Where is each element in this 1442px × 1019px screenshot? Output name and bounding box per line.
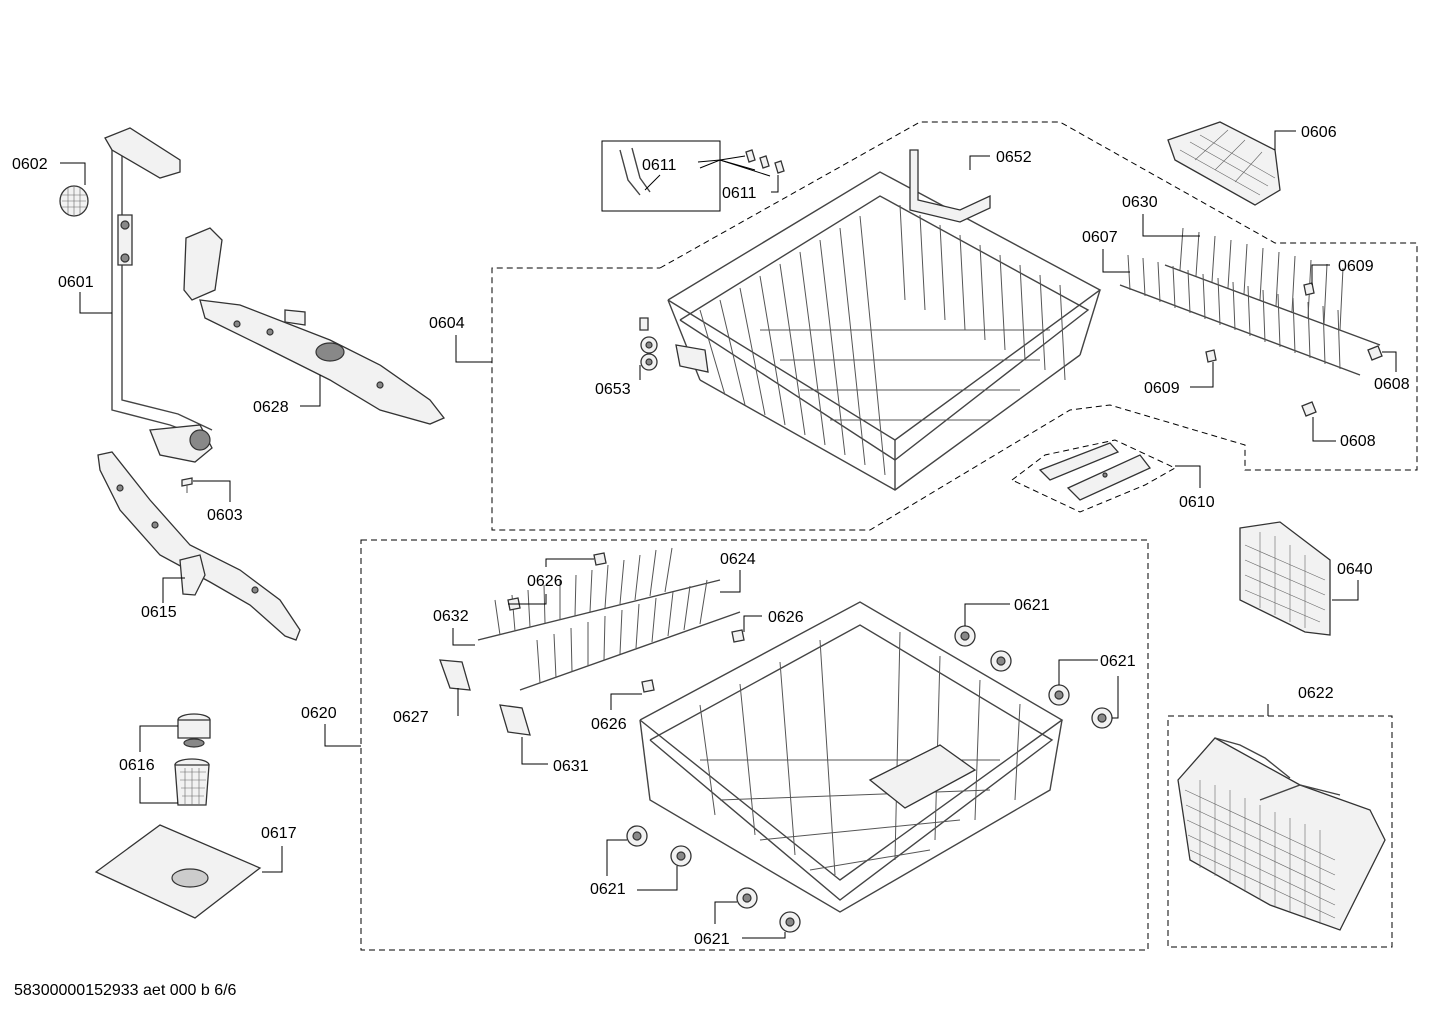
callout-0608-a: 0608 xyxy=(1374,376,1410,393)
callout-0608-b: 0608 xyxy=(1340,433,1376,450)
tine-rows-0624-0632 xyxy=(477,547,745,693)
callout-0626-b: 0626 xyxy=(768,609,804,626)
handle-0610 xyxy=(1038,442,1152,501)
callout-0627: 0627 xyxy=(393,709,429,726)
upper-basket-rollers-0653 xyxy=(639,317,709,373)
callout-0615: 0615 xyxy=(141,604,177,621)
lower-basket-0620 xyxy=(639,601,1064,913)
callout-0603: 0603 xyxy=(207,507,243,524)
fine-filter-plate-0617 xyxy=(94,824,262,919)
callout-0631: 0631 xyxy=(553,758,589,775)
callout-0616: 0616 xyxy=(119,757,155,774)
callout-0609-a: 0609 xyxy=(1338,258,1374,275)
tine-rack-0606 xyxy=(1167,121,1281,206)
callout-labels: 0602 0601 0628 0603 0615 0616 0617 0611 … xyxy=(12,124,1410,948)
callout-0640: 0640 xyxy=(1337,561,1373,578)
cutlery-basket-0622 xyxy=(1177,737,1386,931)
callout-0621-b: 0621 xyxy=(1100,653,1136,670)
clip-detail-box xyxy=(601,140,721,212)
upper-spray-arm-0628 xyxy=(183,227,446,425)
callout-0626-a: 0626 xyxy=(527,573,563,590)
callout-0610: 0610 xyxy=(1179,494,1215,511)
filter-cylinder-0616 xyxy=(174,713,211,806)
callout-0621-c: 0621 xyxy=(590,881,626,898)
callout-0621-a: 0621 xyxy=(1014,597,1050,614)
callout-0621-d: 0621 xyxy=(694,931,730,948)
cutlery-basket-outline xyxy=(1167,715,1393,948)
callout-0609-b: 0609 xyxy=(1144,380,1180,397)
callout-0602: 0602 xyxy=(12,156,48,173)
lower-basket-rollers-0621 xyxy=(626,625,1113,933)
lower-spray-arm-0615 xyxy=(97,451,301,641)
group-outlines xyxy=(360,121,1418,951)
callout-0611-detail: 0611 xyxy=(642,157,677,174)
callout-0630: 0630 xyxy=(1122,194,1158,211)
callout-0628: 0628 xyxy=(253,399,289,416)
callout-0652: 0652 xyxy=(996,149,1032,166)
leader-lines xyxy=(60,130,1397,939)
callout-0620: 0620 xyxy=(301,705,337,722)
callout-0626-c: 0626 xyxy=(591,716,627,733)
handle-outline xyxy=(1011,439,1177,513)
callout-0622: 0622 xyxy=(1298,685,1334,702)
callout-0632: 0632 xyxy=(433,608,469,625)
callout-0607: 0607 xyxy=(1082,229,1118,246)
spray-arm-supply-tube xyxy=(104,127,213,463)
callout-0617: 0617 xyxy=(261,825,297,842)
filter-cap-0602 xyxy=(59,185,89,217)
callout-0611: 0611 xyxy=(722,185,757,202)
upper-basket-0604 xyxy=(667,149,1102,491)
document-code: 58300000152933 aet 000 b 6/6 xyxy=(14,982,237,999)
upper-basket-outline xyxy=(491,121,1418,531)
tine-rows-0607-0630 xyxy=(1119,227,1383,417)
callout-0601: 0601 xyxy=(58,274,94,291)
callout-0604: 0604 xyxy=(429,315,465,332)
screw-0603 xyxy=(181,477,193,493)
latches-0627-0631 xyxy=(439,659,531,736)
basket-insert-0640 xyxy=(1239,521,1331,636)
clips-0611 xyxy=(619,147,785,196)
callout-0624: 0624 xyxy=(720,551,756,568)
callout-0606: 0606 xyxy=(1301,124,1337,141)
callout-0653: 0653 xyxy=(595,381,631,398)
lower-basket-outline xyxy=(360,539,1149,951)
